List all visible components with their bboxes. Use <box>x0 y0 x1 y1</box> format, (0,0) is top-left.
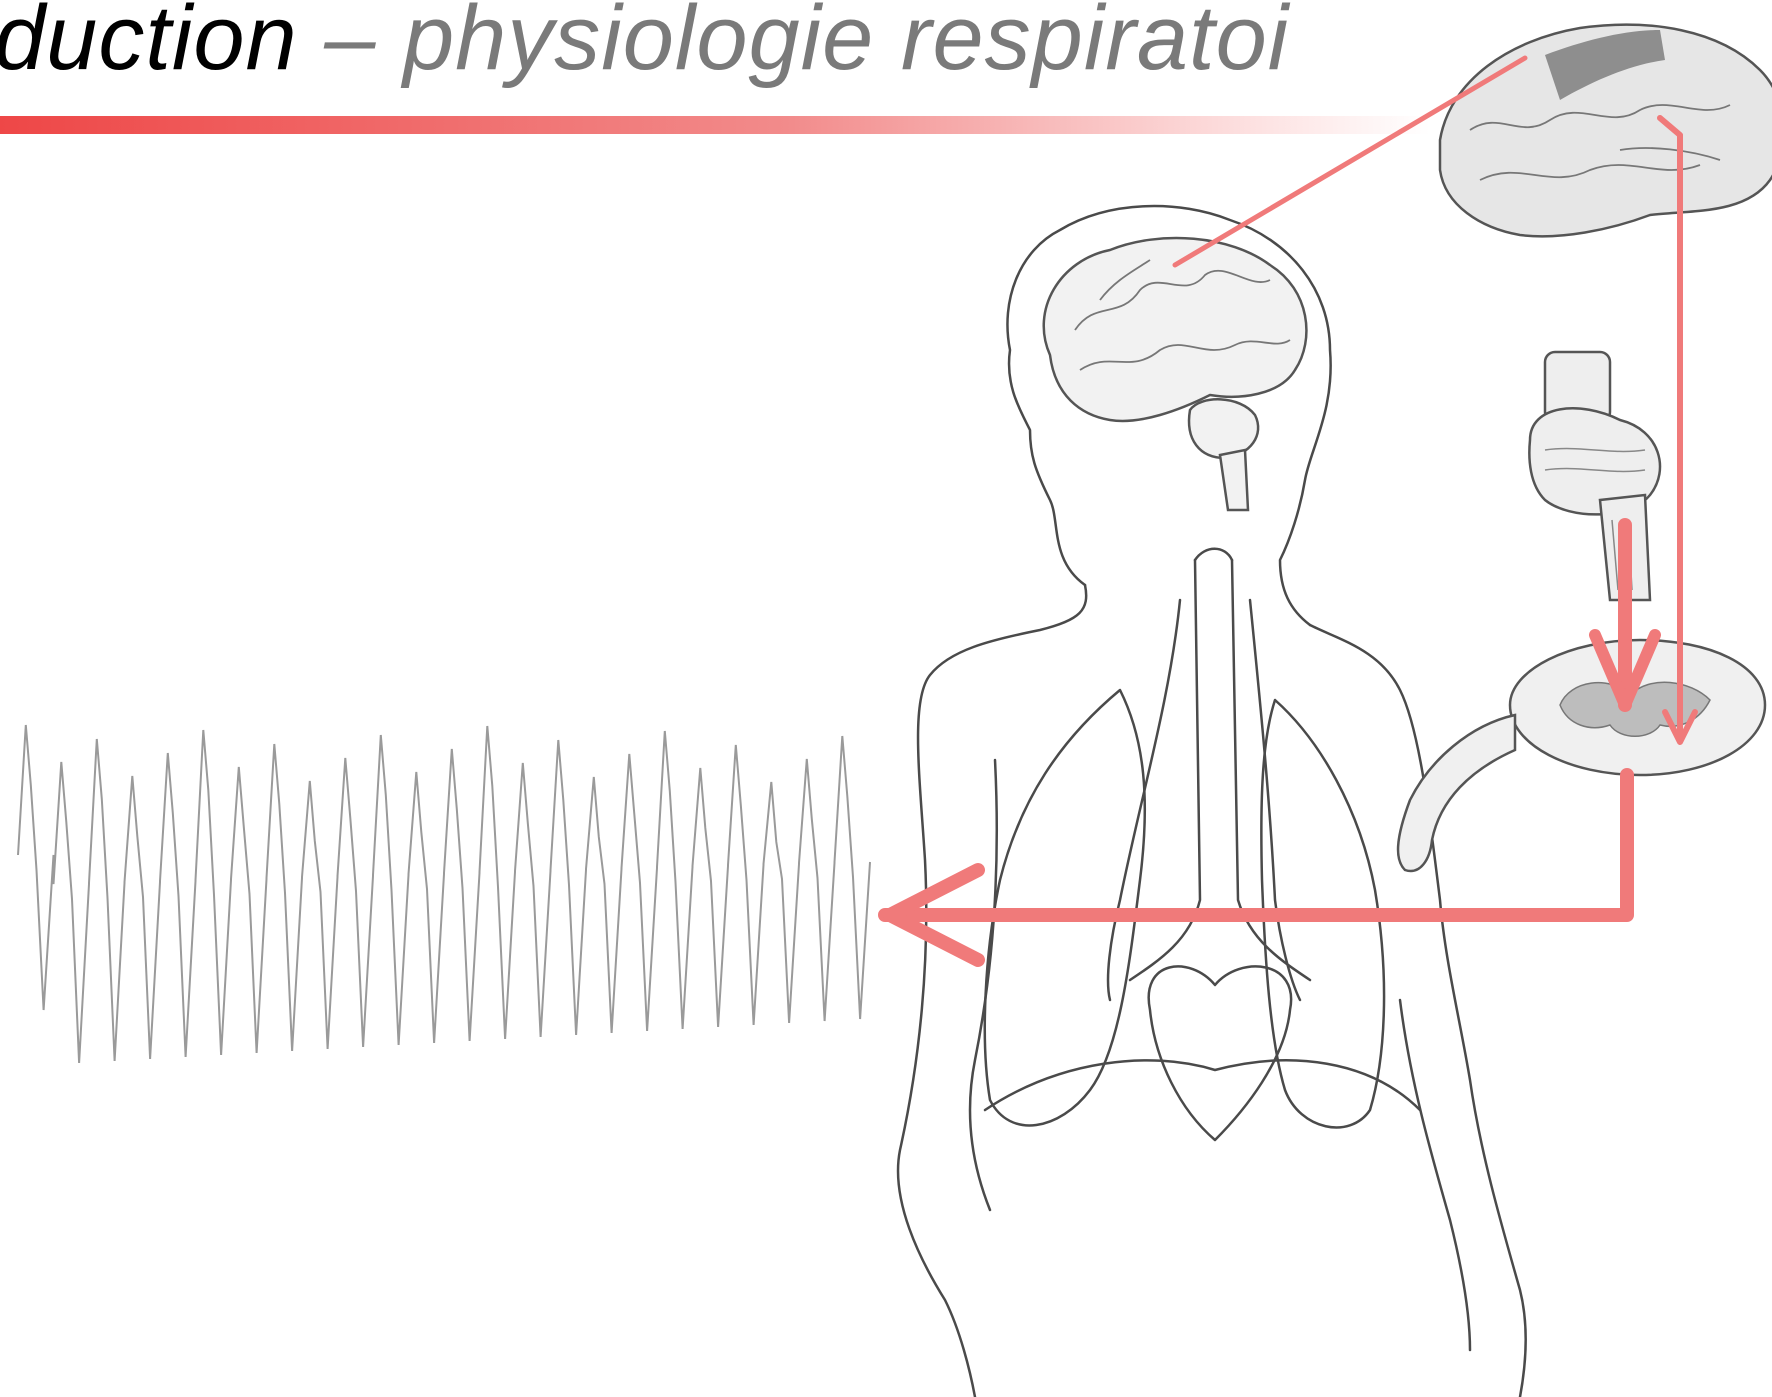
brain-in-head <box>1044 238 1307 510</box>
cerebellum <box>1189 399 1258 458</box>
trachea-top <box>1195 549 1232 560</box>
inset-spinal-cord <box>1398 640 1765 871</box>
right-arm-inner <box>1400 1000 1470 1350</box>
left-shoulder <box>898 585 1086 1397</box>
left-arm-inner <box>970 760 997 1210</box>
respiratory-waveform <box>18 725 870 1063</box>
nerve-right <box>1250 600 1300 1000</box>
inset-cortex <box>1440 25 1772 237</box>
left-lung <box>985 690 1145 1125</box>
diaphragm <box>985 1060 1420 1110</box>
waveform-trace <box>18 725 870 1063</box>
brainstem-in-head <box>1220 450 1248 510</box>
inset-brainstem <box>1529 352 1660 600</box>
